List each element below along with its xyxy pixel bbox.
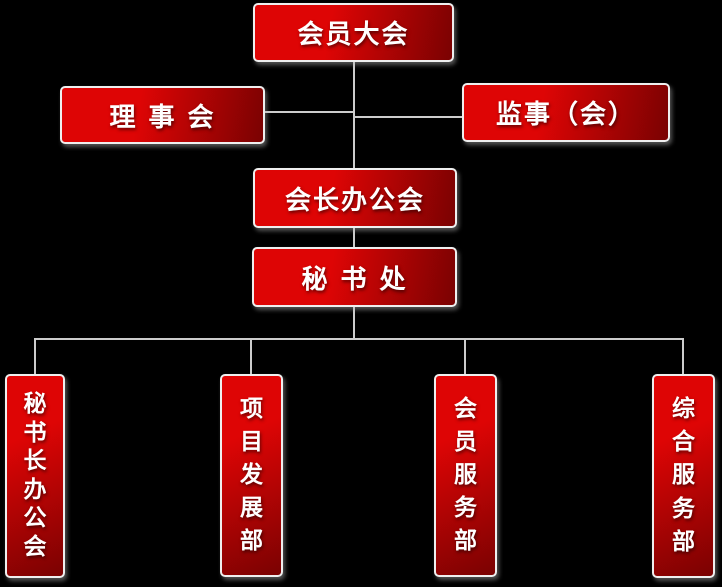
connector-supervisory-branch: [354, 116, 462, 118]
connector-drop-sg-office: [34, 338, 36, 374]
node-secretariat: 秘 书 处: [252, 247, 457, 307]
connector-secretariat-stub: [353, 307, 355, 339]
node-board-of-directors: 理 事 会: [60, 86, 265, 144]
connector-drop-project-dev: [250, 338, 252, 374]
connector-members-to-president: [353, 62, 355, 168]
connector-drop-general-service: [682, 338, 684, 374]
node-project-dev-dept: 项目发展部: [220, 374, 283, 577]
connector-drop-member-service: [464, 338, 466, 374]
node-member-service-dept: 会员服务部: [434, 374, 497, 577]
connector-president-to-secretariat: [353, 228, 355, 247]
node-sg-office: 秘书长办公会: [5, 374, 65, 578]
connector-departments-bus: [34, 338, 684, 340]
node-presidents-office: 会长办公会: [253, 168, 457, 228]
node-supervisory-board: 监事（会）: [462, 83, 670, 142]
connector-board-branch: [265, 111, 354, 113]
node-general-service-dept: 综合服务部: [652, 374, 715, 578]
node-members-assembly: 会员大会: [253, 3, 454, 62]
